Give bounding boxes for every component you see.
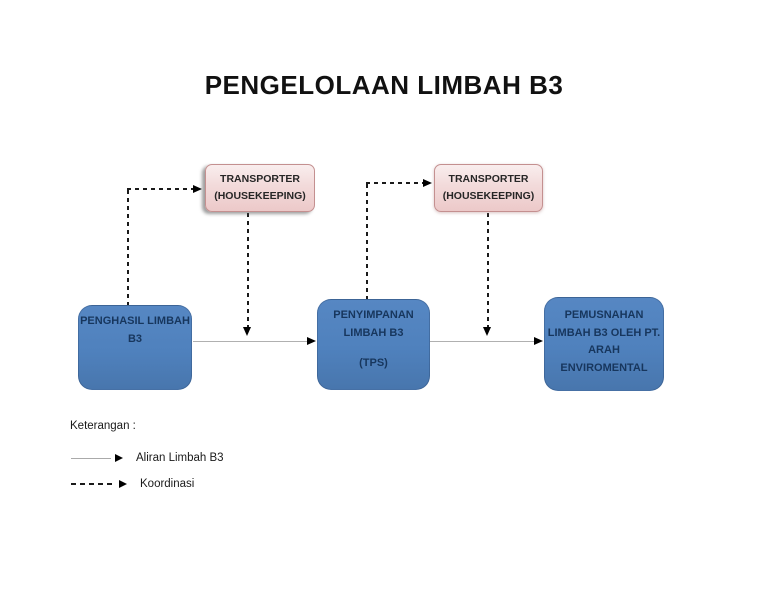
coordination-line-penyimpanan-up <box>366 184 368 299</box>
node-pemusnahan-limbah-b3: PEMUSNAHAN LIMBAH B3 OLEH PT. ARAH ENVIR… <box>544 297 664 391</box>
coordination-line-to-transporter-left <box>127 188 193 190</box>
node-text-line: LIMBAH B3 OLEH PT. <box>547 326 661 339</box>
coordination-arrowhead-down-icon <box>483 327 491 336</box>
node-text-line: TRANSPORTER <box>448 173 529 185</box>
node-text-line: (HOUSEKEEPING) <box>442 190 535 202</box>
coordination-line-to-transporter-right <box>366 182 423 184</box>
node-penghasil-limbah-b3: PENGHASIL LIMBAH B3 <box>78 305 192 390</box>
node-transporter-housekeeping-right: TRANSPORTER (HOUSEKEEPING) <box>434 164 543 212</box>
legend-item-coordination: Koordinasi <box>71 478 194 490</box>
node-text-line: B3 <box>127 332 143 345</box>
flow-line-penghasil-to-penyimpanan <box>193 341 307 342</box>
legend-item-label: Koordinasi <box>140 478 195 490</box>
legend-item-flow: Aliran Limbah B3 <box>71 452 224 464</box>
page-title: PENGELOLAAN LIMBAH B3 <box>204 70 564 100</box>
flow-arrowhead-icon <box>307 337 316 345</box>
legend-solid-line-sample <box>71 457 111 459</box>
flow-line-penyimpanan-to-pemusnahan <box>430 341 534 342</box>
node-text-line: PENGHASIL LIMBAH <box>80 315 190 327</box>
node-text-line: ARAH ENVIROMENTAL <box>560 344 648 374</box>
node-penyimpanan-limbah-b3-tps: PENYIMPANAN LIMBAH B3 (TPS) <box>317 299 430 390</box>
node-text-line: PEMUSNAHAN <box>564 309 644 321</box>
node-transporter-housekeeping-left: TRANSPORTER (HOUSEKEEPING) <box>205 164 315 212</box>
legend-item-label: Aliran Limbah B3 <box>136 452 224 464</box>
node-text-line: TRANSPORTER <box>220 173 300 185</box>
coordination-arrowhead-right-icon <box>193 185 202 193</box>
node-text-line: (HOUSEKEEPING) <box>214 190 306 202</box>
legend-arrowhead-icon <box>119 480 127 488</box>
legend-dashed-line-sample <box>71 483 115 485</box>
node-text-line: PENYIMPANAN <box>333 309 414 321</box>
legend-heading: Keterangan : <box>70 420 136 432</box>
node-text-line: LIMBAH B3 <box>343 326 404 339</box>
coordination-line-penghasil-up <box>127 190 129 305</box>
legend-arrowhead-icon <box>115 454 123 462</box>
coordination-arrowhead-right-icon <box>423 179 432 187</box>
coordination-line-transporter-right-down <box>487 213 489 327</box>
coordination-line-transporter-left-down <box>247 213 249 327</box>
flow-arrowhead-icon <box>534 337 543 345</box>
node-text-line: (TPS) <box>359 357 388 369</box>
coordination-arrowhead-down-icon <box>243 327 251 336</box>
